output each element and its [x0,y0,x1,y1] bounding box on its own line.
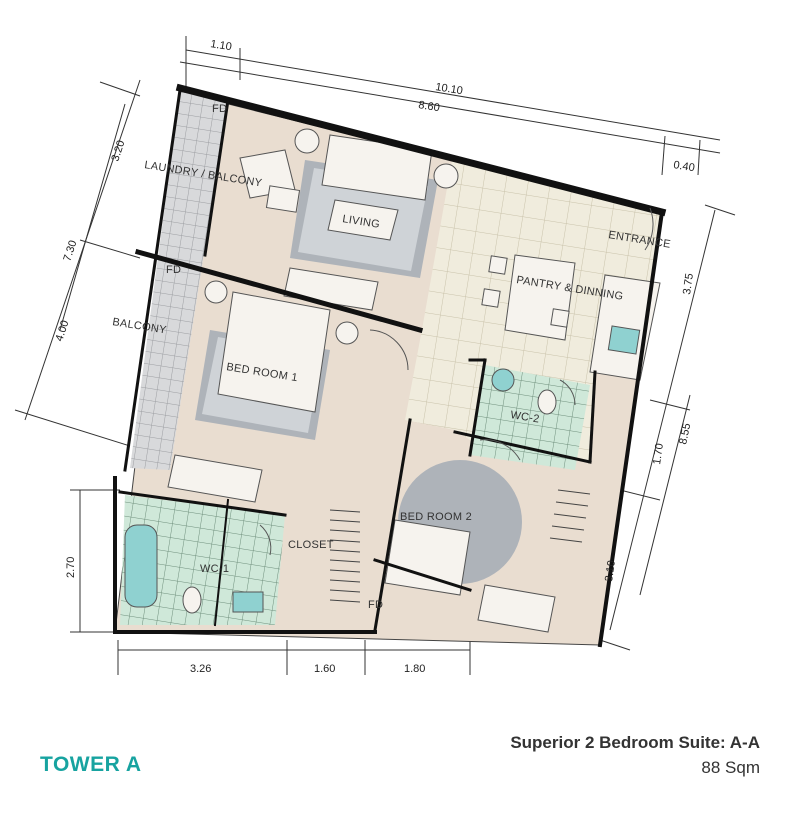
chair-1 [488,255,508,275]
dim-right-2: 1.70 [651,443,666,466]
dim-top-3: 8.60 [418,99,441,114]
dim-right-4: 3.10 [603,560,618,583]
side-table [265,185,301,213]
nightstand-1 [204,280,228,304]
lamp-1 [294,128,320,154]
dim-left-4: 2.70 [65,557,77,578]
dim-left-1: 3.20 [109,139,127,163]
room-label-living: LIVING [342,213,381,231]
room-label-bedroom2: BED ROOM 2 [400,511,472,523]
tower-label: TOWER A [40,753,142,776]
room-label-closet: CLOSET [288,539,334,551]
bed-1 [217,291,331,413]
dim-right-3: 8.55 [677,422,693,445]
suite-title: Superior 2 Bedroom Suite: A-A [510,733,760,752]
dim-left-2: 7.30 [61,239,79,263]
coffee-table [327,199,399,241]
chair-3 [550,308,570,328]
dim-top-1: 1.10 [210,38,233,53]
dim-left-3: 4.00 [53,319,71,343]
toilet-1 [182,586,202,614]
wc2-floor [470,365,590,470]
lamp-2 [433,163,459,189]
walls [113,83,667,648]
fd-label-1: FD [212,103,227,115]
dim-bottom-2: 1.60 [314,663,335,675]
suite-area: 88 Sqm [701,758,760,777]
wardrobe-2 [477,584,556,633]
dimension-labels: 1.10 10.10 8.60 0.40 3.20 7.30 4.00 2.70… [53,38,696,675]
basin-2 [607,325,641,355]
dim-top-4: 0.40 [673,159,696,174]
bed-2 [384,519,471,596]
closet-shelving [329,489,591,603]
basin-1 [232,591,264,613]
dresser-1 [167,454,263,503]
room-label-wc1: WC-1 [200,563,229,575]
dimension-lines [14,36,736,675]
dim-bottom-3: 1.80 [404,663,425,675]
door-swings [259,207,654,556]
room-label-wc2: WC-2 [510,409,541,425]
nightstand-2 [335,321,359,345]
toilet-2 [537,389,557,415]
bathtub [124,524,158,608]
fd-label-3: FD [368,599,383,611]
fd-label-2: FD [166,264,181,276]
chair-2 [481,288,501,308]
balcony-strip [130,92,228,470]
dim-right-1: 3.75 [681,273,696,296]
basin-3 [491,368,515,392]
dim-bottom-1: 3.26 [190,663,211,675]
dim-top-2: 10.10 [435,81,464,97]
